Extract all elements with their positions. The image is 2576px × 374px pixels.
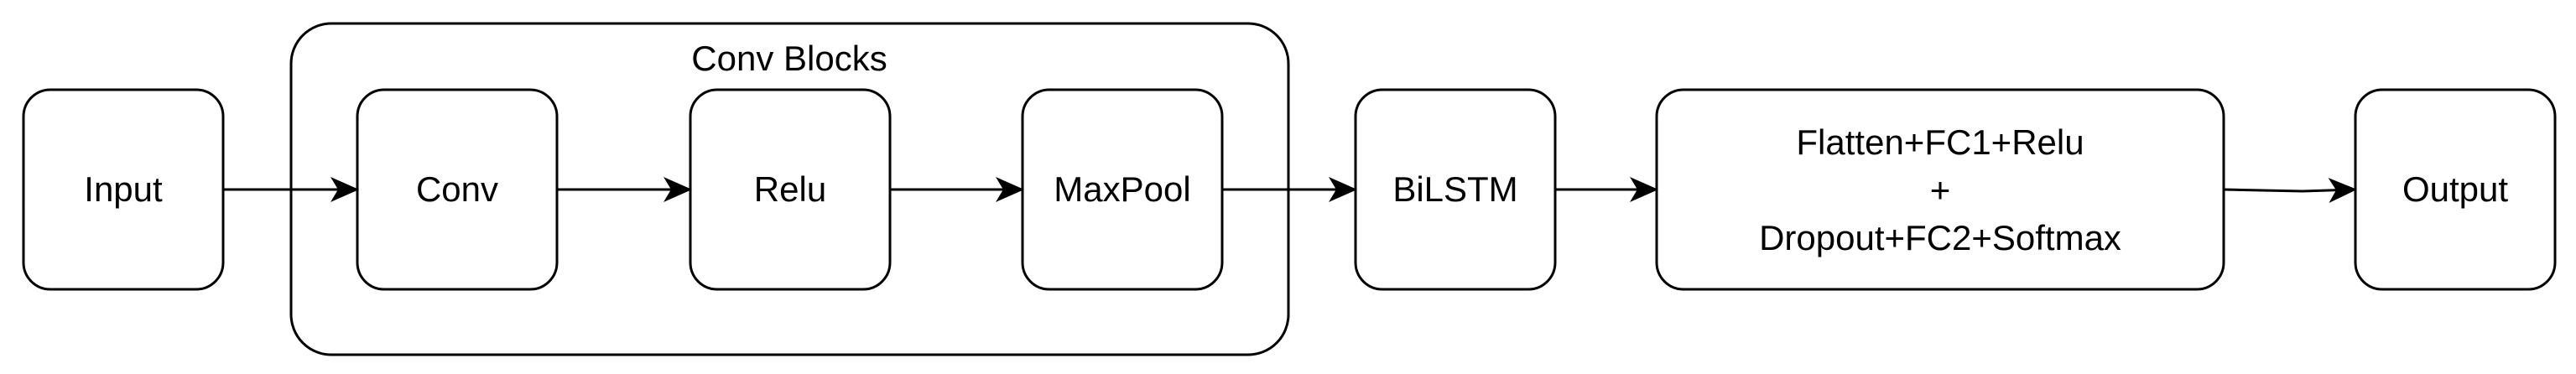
output-node-label: Output [2402,169,2508,209]
output-node: Output [2354,88,2557,291]
edge-fc-head-to-output [2223,178,2357,204]
conv-node: Conv [356,88,559,291]
conv-blocks-group-label: Conv Blocks [691,39,887,78]
relu-node-label: Relu [754,169,826,209]
fc-head-line-3: Dropout+FC2+Softmax [1759,218,2121,257]
maxpool-node-label: MaxPool [1054,169,1190,209]
bilstm-node-label: BiLSTM [1392,169,1517,209]
fc-head-node: Flatten+FC1+Relu + Dropout+FC2+Softmax [1655,88,2225,291]
relu-node: Relu [689,88,892,291]
bilstm-node: BiLSTM [1354,88,1557,291]
input-node-label: Input [84,169,163,209]
conv-node-label: Conv [416,169,498,209]
input-node: Input [22,88,225,291]
fc-head-line-1: Flatten+FC1+Relu [1796,122,2084,162]
maxpool-node: MaxPool [1021,88,1224,291]
fc-head-line-2: + [1930,170,1951,210]
